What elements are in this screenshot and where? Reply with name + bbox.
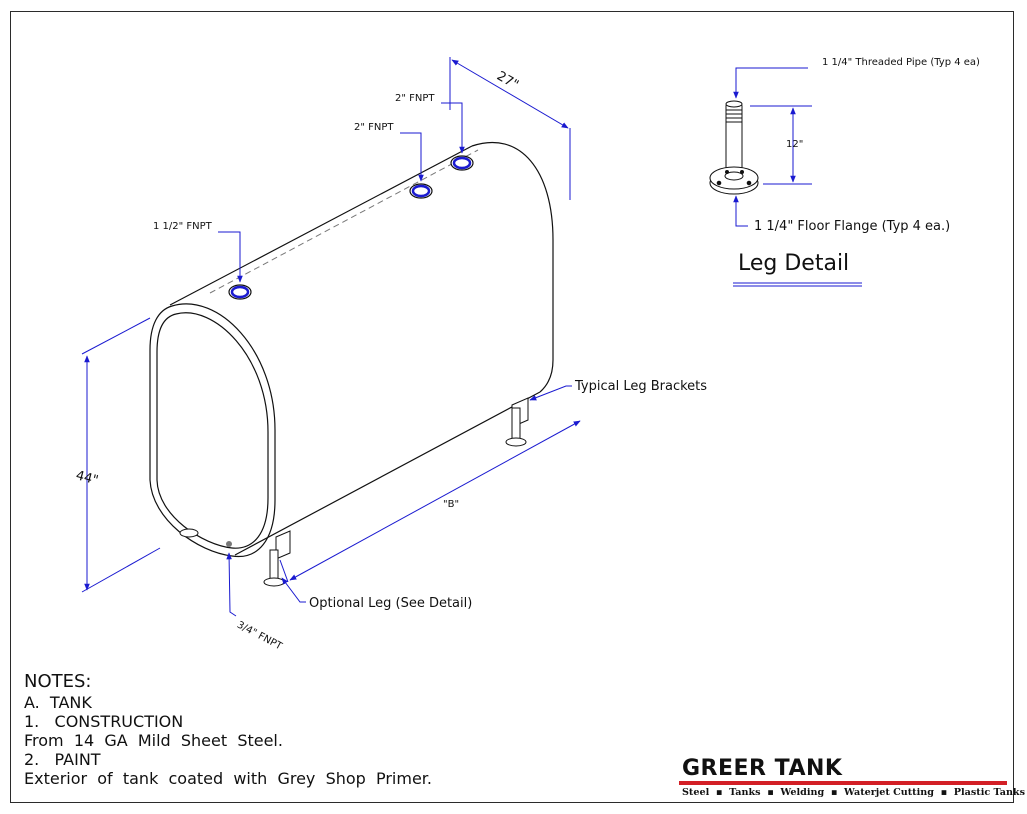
dim-44-label: 44" <box>74 468 100 488</box>
fitting-2-fnpt-a <box>409 183 433 199</box>
leader-threaded-pipe <box>733 67 808 99</box>
leader-2-fnpt-a <box>400 132 424 182</box>
leader-3-4-fnpt <box>226 552 237 617</box>
notes-header: NOTES: <box>24 671 92 692</box>
brand-tagline: Steel ▪ Tanks ▪ Welding ▪ Waterjet Cutti… <box>682 787 1025 798</box>
label-3-4-fnpt: 3/4" FNPT <box>235 620 284 653</box>
brand-accent-bar <box>679 781 1007 785</box>
label-typical-leg-brackets: Typical Leg Brackets <box>574 379 707 394</box>
label-optional-leg: Optional Leg (See Detail) <box>309 596 472 611</box>
label-2-fnpt-b: 2" FNPT <box>395 93 435 104</box>
leg-front-left <box>179 528 199 538</box>
leg-detail: 1 1/4" Threaded Pipe (Typ 4 ea) 12" 1 1/… <box>709 57 980 287</box>
notes-line: 2. PAINT <box>24 750 101 769</box>
notes-line: From 14 GA Mild Sheet Steel. <box>24 731 283 750</box>
leg-front-right <box>263 530 291 587</box>
dim-b-label: "B" <box>443 499 459 510</box>
label-2-fnpt-a: 2" FNPT <box>354 122 394 133</box>
leg-detail-pipe <box>725 100 743 175</box>
notes-line: 1. CONSTRUCTION <box>24 712 184 731</box>
notes-line: A. TANK <box>24 693 92 712</box>
fitting-2-fnpt-b <box>450 155 474 171</box>
tank-body <box>149 141 554 558</box>
tank-centerline <box>209 149 479 294</box>
drain-plug <box>226 541 232 547</box>
brand-logo: GREER TANK Steel ▪ Tanks ▪ Welding ▪ Wat… <box>679 756 1025 802</box>
leader-1-5-fnpt <box>218 231 243 283</box>
leg-detail-flange <box>709 166 759 195</box>
drawing-frame <box>10 11 1014 803</box>
leg-back-right <box>505 397 529 447</box>
leader-2-fnpt-b <box>441 102 465 154</box>
leg-detail-height-label: 12" <box>786 139 803 150</box>
leader-leg-brackets <box>529 385 572 401</box>
brand-name: GREER TANK <box>682 756 843 781</box>
leader-optional-leg <box>281 577 306 603</box>
notes-line: Exterior of tank coated with Grey Shop P… <box>24 769 432 788</box>
dim-27-label: 27" <box>494 69 521 93</box>
leg-detail-title: Leg Detail <box>738 251 849 276</box>
dimension-b <box>279 420 581 583</box>
dimension-44 <box>81 317 161 593</box>
leg-detail-flange-label: 1 1/4" Floor Flange (Typ 4 ea.) <box>754 219 950 234</box>
dimension-27 <box>449 57 571 200</box>
leg-detail-pipe-label: 1 1/4" Threaded Pipe (Typ 4 ea) <box>822 57 980 68</box>
label-1-5-fnpt: 1 1/2" FNPT <box>153 221 213 232</box>
leader-floor-flange <box>733 195 748 227</box>
fitting-1-5-fnpt <box>228 284 252 300</box>
notes-section: NOTES: A. TANK 1. CONSTRUCTION From 14 G… <box>24 672 432 788</box>
